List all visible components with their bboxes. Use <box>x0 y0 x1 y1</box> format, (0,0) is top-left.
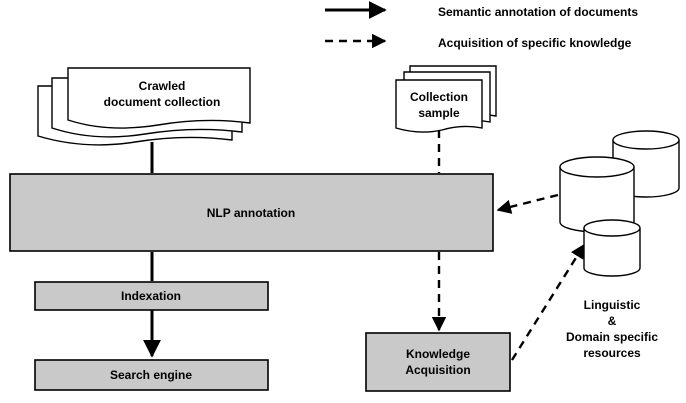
resources-label-line2: & <box>608 314 617 328</box>
database-cylinder-middle <box>559 156 635 233</box>
nlp-annotation-label: NLP annotation <box>207 206 295 220</box>
knowledge-label-line2: Acquisition <box>405 363 470 377</box>
crawled-document-collection: Crawled document collection <box>37 67 251 146</box>
legend-dashed-label: Acquisition of specific knowledge <box>438 36 632 50</box>
legend-solid-label: Semantic annotation of documents <box>438 5 638 19</box>
resources-label-line1: Linguistic <box>584 298 641 312</box>
resources-to-nlp-dashed-arrow <box>496 193 559 214</box>
indexation-box: Indexation <box>34 281 269 311</box>
resources-label: Linguistic & Domain specific resources <box>566 298 658 360</box>
crawled-label-line2: document collection <box>104 95 221 109</box>
database-cylinder-bottom <box>583 219 641 277</box>
collection-sample-document: Collection sample <box>395 65 497 133</box>
nlp-annotation-box: NLP annotation <box>9 173 494 252</box>
knowledge-acquisition-box: Knowledge Acquisition <box>365 332 511 392</box>
sample-label-line1: Collection <box>410 90 468 104</box>
resource-databases <box>559 130 680 277</box>
search-engine-label: Search engine <box>110 368 192 382</box>
resources-label-line3: Domain specific <box>566 330 658 344</box>
legend: Semantic annotation of documents Acquisi… <box>325 1 638 50</box>
knowledge-label-line1: Knowledge <box>406 347 470 361</box>
resources-label-line4: resources <box>583 346 641 360</box>
crawled-label-line1: Crawled <box>139 79 186 93</box>
sample-label-line2: sample <box>418 106 460 120</box>
knowledge-to-resources-dashed-arrow <box>510 243 586 361</box>
indexation-label: Indexation <box>121 289 181 303</box>
search-engine-box: Search engine <box>34 359 269 391</box>
